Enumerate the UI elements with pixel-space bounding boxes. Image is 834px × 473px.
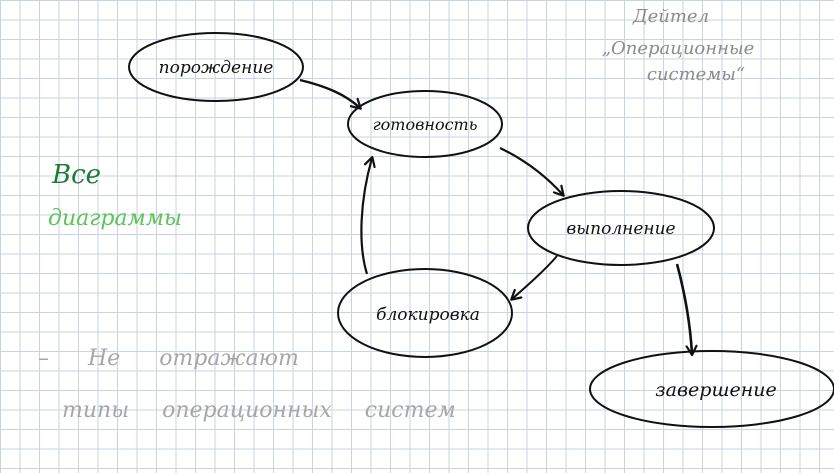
node-finished: завершение [589,350,834,428]
book-note-title-line2: системы“ [646,64,746,85]
remark-line1: – Не отражают [38,346,299,371]
node-blocked-label: блокировка [376,305,480,325]
book-note-author: Дейтел [632,6,710,27]
edge-running-to-finished [675,263,692,354]
edge-creation-to-ready [299,78,360,108]
node-creation-label: порождение [159,58,274,78]
node-ready: готовность [347,90,503,158]
side-note-all: Все [52,160,102,190]
edge-running-to-blocked [512,255,558,299]
book-note-title-line1: „Операционные [601,38,755,59]
node-finished-label: завершение [655,379,776,401]
node-ready-label: готовность [373,115,478,134]
side-note-diagrams: диаграммы [48,206,182,231]
edge-blocked-to-ready [360,158,372,275]
node-running-label: выполнение [566,219,675,239]
node-running: выполнение [527,190,715,266]
node-blocked: блокировка [337,268,513,358]
node-creation: порождение [128,32,304,102]
remark-line2: типы операционных систем [62,398,456,423]
edge-ready-to-running [499,147,563,195]
